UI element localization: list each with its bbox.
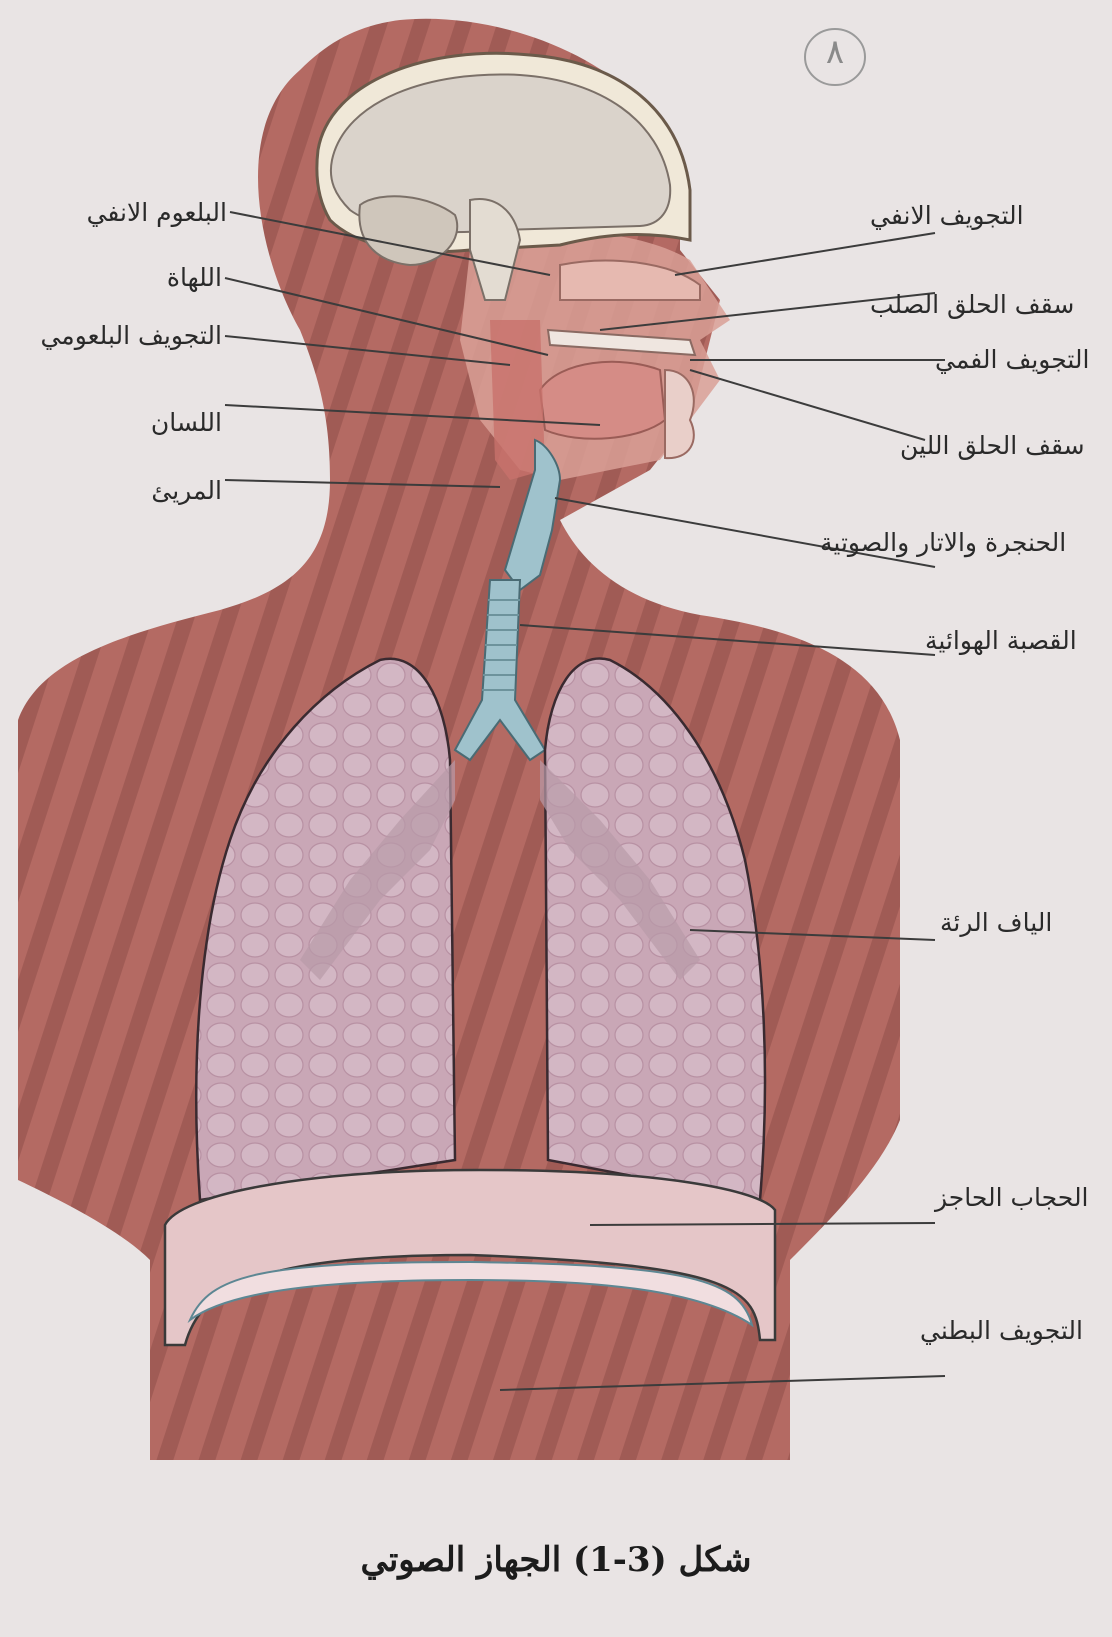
label-abdominal-cavity: التجويف البطني bbox=[920, 1318, 1083, 1343]
label-diaphragm: الحجاب الحاجز bbox=[935, 1185, 1089, 1210]
label-nasal-cavity: التجويف الانفي bbox=[870, 203, 1024, 228]
leader-soft-palate bbox=[690, 370, 925, 440]
label-esophagus: المريئ bbox=[151, 478, 222, 503]
label-trachea: القصبة الهوائية bbox=[925, 628, 1077, 653]
label-larynx-vocal-cords: الحنجرة والاتار والصوتية bbox=[820, 530, 1066, 555]
label-uvula: اللهاة bbox=[167, 265, 222, 290]
label-hard-palate: سقف الحلق الصلب bbox=[870, 292, 1074, 317]
tongue-shape bbox=[540, 362, 665, 439]
page-number: ٨ bbox=[812, 32, 858, 72]
label-lung-fibers: الياف الرئة bbox=[940, 910, 1052, 935]
leader-nasal-cavity bbox=[675, 233, 935, 275]
label-nasopharynx: البلعوم الانفي bbox=[87, 200, 227, 225]
label-pharyngeal-cavity: التجويف البلعومي bbox=[40, 323, 222, 348]
label-oral-cavity: التجويف الفمي bbox=[935, 347, 1089, 372]
label-tongue: اللسان bbox=[151, 410, 222, 435]
label-soft-palate: سقف الحلق اللين bbox=[900, 433, 1085, 458]
lips-shape bbox=[665, 370, 694, 458]
figure-caption: شكل (3-1) الجهاز الصوتي bbox=[0, 1540, 1112, 1580]
